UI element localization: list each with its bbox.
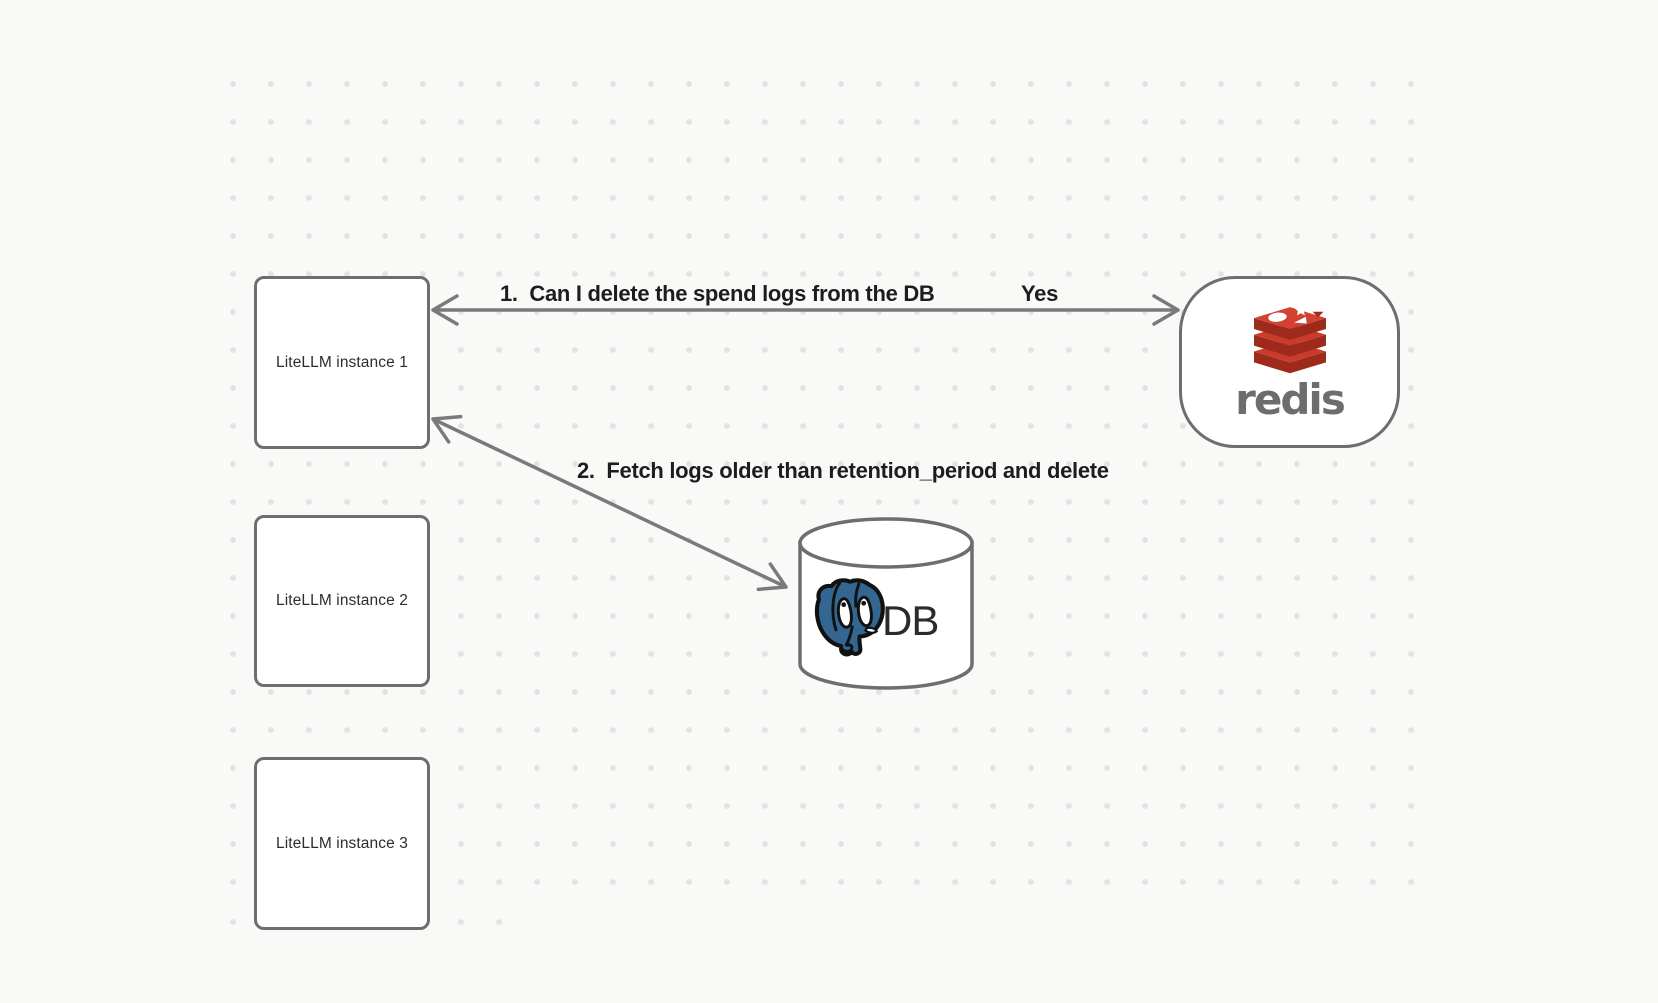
redis-node: redis [1179,276,1400,448]
arrow-1-response-label: Yes [1021,281,1059,306]
redis-logo-icon [1253,303,1326,373]
litellm-instance-3-label: LiteLLM instance 3 [276,834,408,852]
litellm-instance-2-node: LiteLLM instance 2 [254,515,430,687]
redis-wordmark: redis [1235,374,1346,424]
arrow-1-label: 1. Can I delete the spend logs from the … [500,281,935,306]
postgresql-elephant-icon [814,578,885,657]
litellm-instance-2-label: LiteLLM instance 2 [276,592,408,609]
litellm-instance-1-label: LiteLLM instance 1 [276,353,408,371]
arrow-2-label: 2. Fetch logs older than retention_perio… [577,458,1109,483]
database-node: DB [797,516,977,691]
litellm-instance-3-node: LiteLLM instance 3 [254,757,430,930]
database-label: DB [882,597,939,644]
litellm-instance-1-node: LiteLLM instance 1 [254,276,430,449]
